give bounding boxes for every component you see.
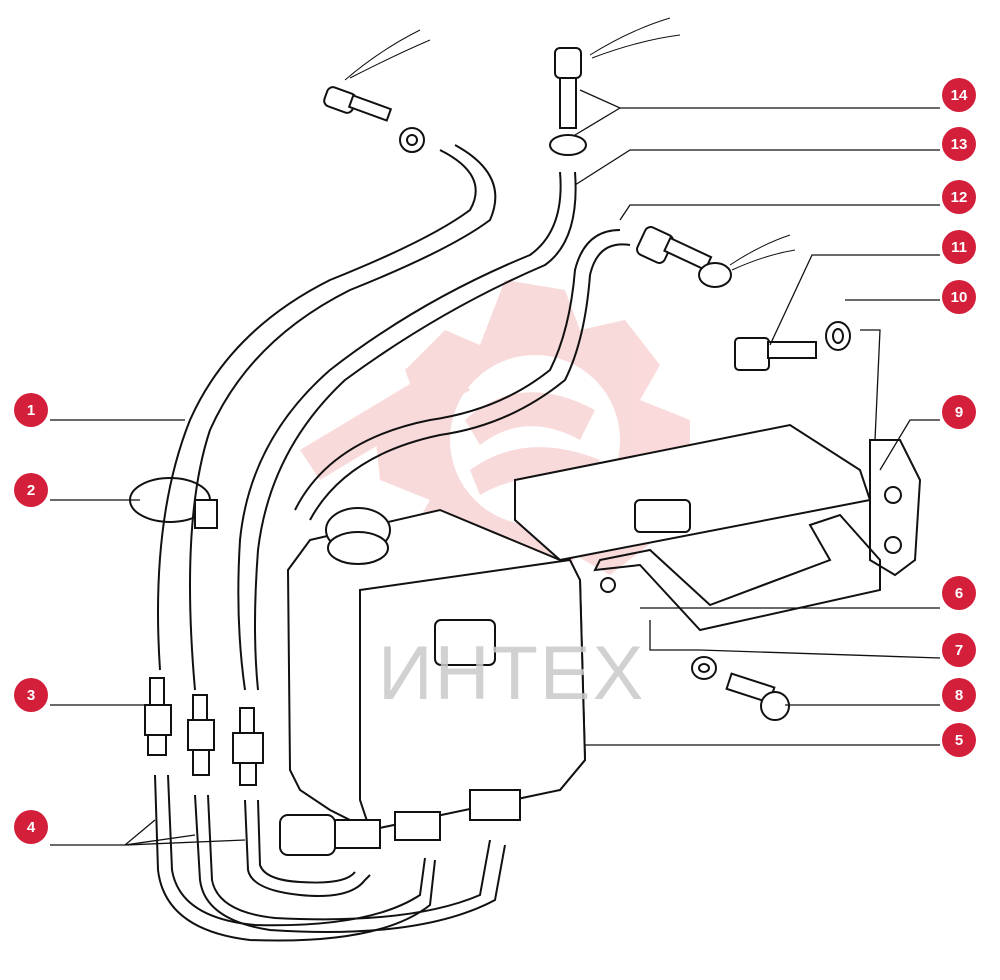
callout-14: 14	[942, 78, 976, 112]
upper-nozzles	[323, 47, 732, 288]
lower-hoses	[154, 774, 506, 942]
upper-hoses	[157, 144, 631, 691]
lower-bolt-set	[691, 656, 790, 721]
callout-7: 7	[942, 633, 976, 667]
callout-10: 10	[942, 280, 976, 314]
callout-2: 2	[14, 473, 48, 507]
callout-8: 8	[942, 678, 976, 712]
watermark-brand-text: ИНТЕХ	[378, 631, 646, 716]
callout-13: 13	[942, 127, 976, 161]
pump-outlets	[279, 789, 521, 856]
callout-9: 9	[942, 395, 976, 429]
callout-4: 4	[14, 810, 48, 844]
leader-lines	[50, 89, 941, 846]
washer-reservoir	[286, 507, 587, 832]
cable-tie	[129, 477, 218, 529]
callout-3: 3	[14, 678, 48, 712]
check-valves	[144, 677, 264, 786]
callout-1: 1	[14, 393, 48, 427]
retaining-strap	[593, 513, 881, 632]
bolt-and-washer	[734, 321, 851, 371]
mounting-bracket	[514, 423, 922, 577]
callout-5: 5	[942, 723, 976, 757]
callout-12: 12	[942, 180, 976, 214]
callout-6: 6	[942, 576, 976, 610]
callout-11: 11	[942, 230, 976, 264]
spray-lines	[344, 17, 796, 271]
